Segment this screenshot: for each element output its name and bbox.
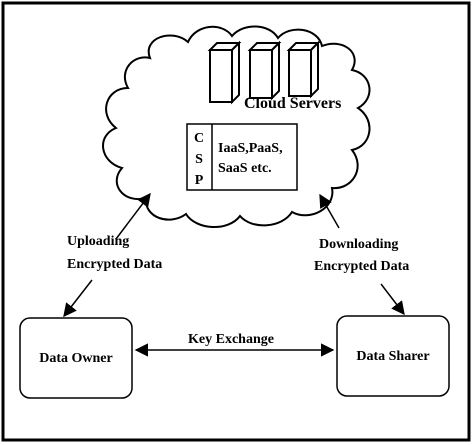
download-arrow-to-cloud bbox=[319, 193, 340, 229]
upload-label-line-1: Uploading bbox=[67, 234, 129, 249]
services-line-2: SaaS etc. bbox=[218, 161, 272, 176]
csp-letter-p: P bbox=[195, 173, 204, 188]
download-label-line-2: Encrypted Data bbox=[314, 259, 409, 274]
csp-letter-c: C bbox=[194, 131, 204, 146]
data-owner-box bbox=[19, 317, 133, 399]
download-label-line-1: Downloading bbox=[319, 237, 398, 252]
upload-label-line-2: Encrypted Data bbox=[67, 257, 162, 272]
data-sharer-label: Data Sharer bbox=[356, 349, 429, 364]
csp-box bbox=[186, 123, 298, 191]
download-arrow-to-sharer bbox=[380, 283, 405, 316]
server-icon bbox=[286, 40, 321, 99]
key-exchange-label: Key Exchange bbox=[188, 332, 274, 347]
upload-arrow-to-cloud bbox=[115, 192, 151, 240]
services-line-1: IaaS,PaaS, bbox=[218, 141, 283, 156]
server-icon bbox=[207, 40, 242, 105]
server-icon bbox=[247, 40, 282, 101]
data-owner-label: Data Owner bbox=[39, 351, 113, 366]
upload-arrow-to-owner bbox=[63, 279, 93, 318]
cloud-servers-label: Cloud Servers bbox=[244, 95, 341, 112]
csp-letter-s: S bbox=[195, 152, 203, 167]
data-sharer-box bbox=[336, 315, 450, 397]
